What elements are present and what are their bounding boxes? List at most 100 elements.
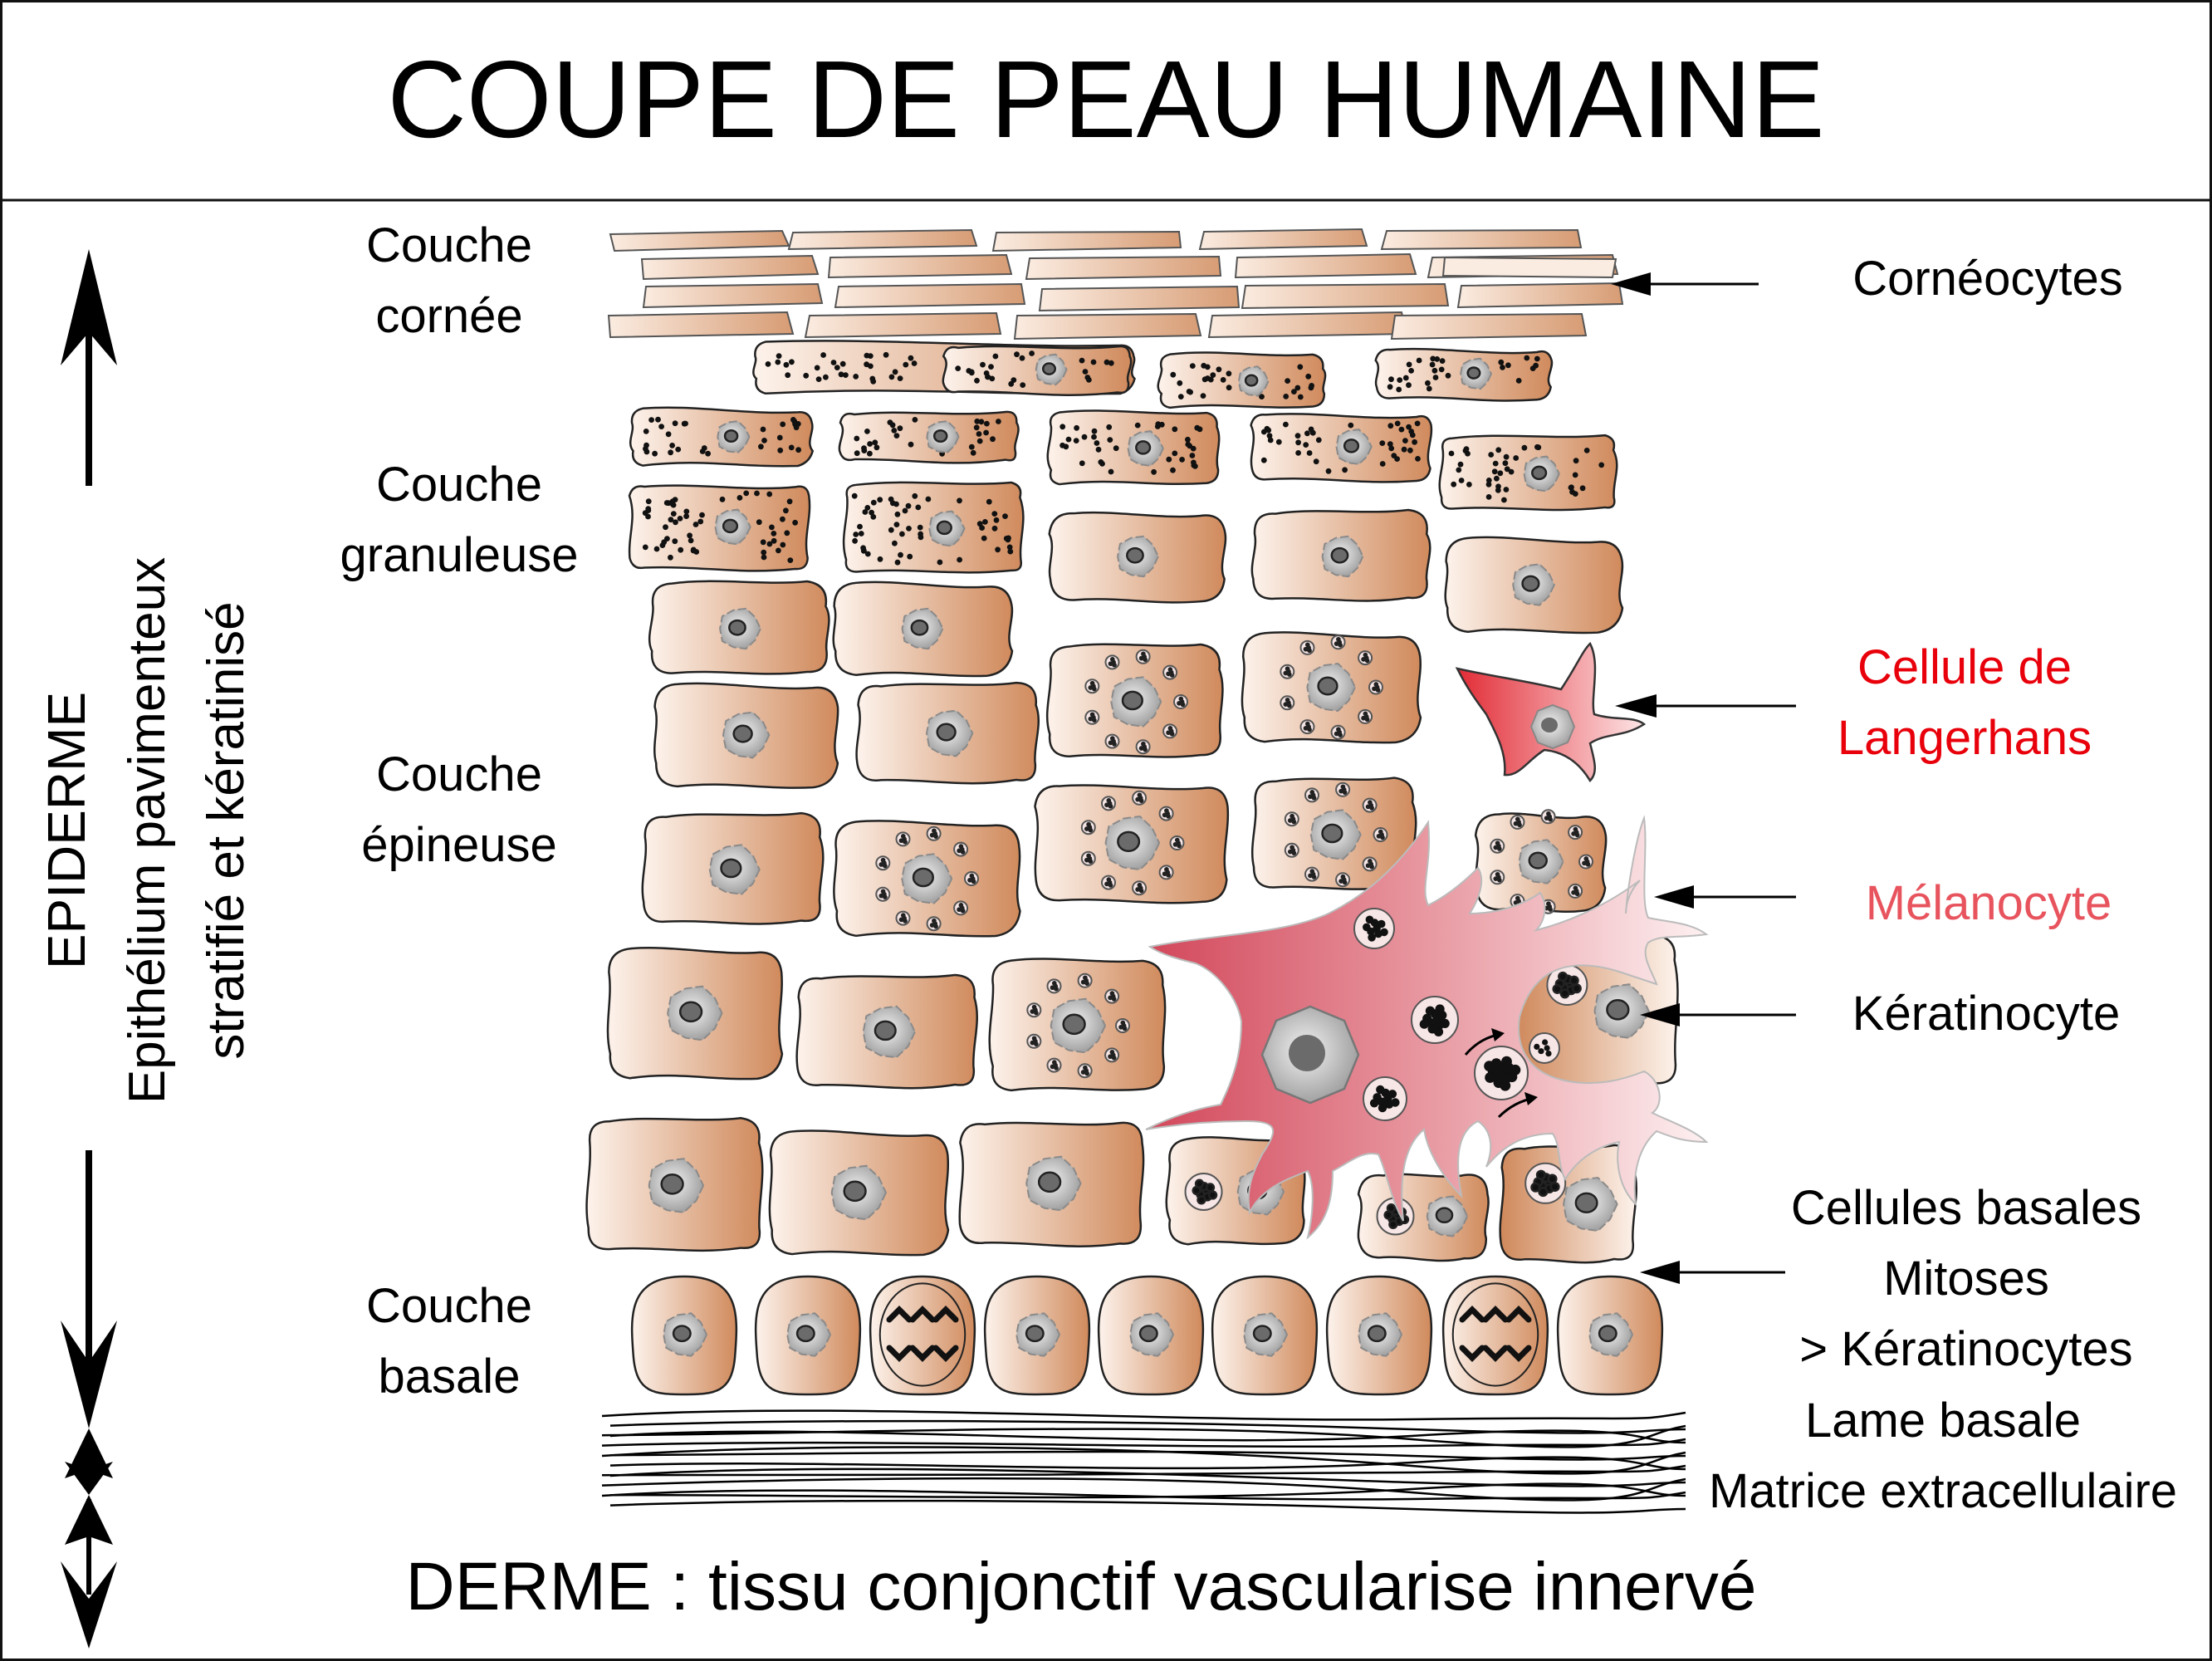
melanosome bbox=[1358, 708, 1373, 724]
melanosome bbox=[895, 831, 911, 847]
melanosome bbox=[1368, 679, 1383, 695]
keratinocyte bbox=[768, 1129, 950, 1257]
nucleus bbox=[1243, 1312, 1289, 1357]
label-langerhans-line1: Cellule de bbox=[1857, 640, 2072, 694]
pointer-arrows bbox=[1611, 272, 1796, 1284]
keratinocyte bbox=[1034, 784, 1230, 904]
melanosome bbox=[1335, 872, 1351, 888]
keratinocyte bbox=[833, 820, 1021, 938]
basal-cell bbox=[1556, 1275, 1664, 1396]
epiderme-label: EPIDERME bbox=[37, 692, 96, 969]
nucleus bbox=[1588, 1312, 1634, 1357]
melanosome bbox=[1115, 1018, 1130, 1033]
melanosome bbox=[1026, 1002, 1042, 1018]
keratinocyte bbox=[1499, 1144, 1637, 1264]
keratinocyte bbox=[653, 682, 839, 789]
melanosome bbox=[1373, 827, 1388, 842]
melanosome bbox=[1184, 1173, 1223, 1211]
keratinocyte bbox=[641, 811, 825, 925]
epithelium-label-line1: Epithélium pavimenteux bbox=[119, 557, 176, 1104]
melanosome bbox=[1173, 694, 1188, 709]
basal-cell bbox=[983, 1275, 1091, 1396]
nucleus bbox=[1104, 815, 1161, 871]
granular-cell bbox=[1250, 413, 1433, 483]
melanosome bbox=[1046, 1057, 1062, 1073]
melanosome bbox=[875, 886, 891, 902]
label-basal-cells-line3: > Kératinocytes bbox=[1799, 1322, 2132, 1376]
melanosome bbox=[926, 826, 942, 841]
melanosome bbox=[1304, 866, 1319, 882]
layer-granuleuse-line2: granuleuse bbox=[340, 528, 579, 582]
melanosome bbox=[1353, 908, 1395, 949]
melanosome bbox=[1358, 650, 1373, 666]
melanosome bbox=[1080, 820, 1096, 835]
granular-cell bbox=[1438, 434, 1618, 512]
melanosome bbox=[1104, 988, 1120, 1004]
stratum-granulosum bbox=[628, 340, 1618, 574]
melanosome bbox=[1101, 796, 1116, 811]
label-basal-cells-line2: Mitoses bbox=[1883, 1252, 2049, 1306]
basal-cell bbox=[1441, 1275, 1549, 1396]
melanosome bbox=[1363, 1076, 1407, 1121]
keratinocyte bbox=[1250, 508, 1431, 602]
label-matrice: Matrice extracellulaire bbox=[1709, 1464, 2177, 1518]
keratinocyte bbox=[855, 681, 1040, 785]
nucleus bbox=[1321, 535, 1364, 578]
label-lame-basale: Lame basale bbox=[1805, 1394, 2081, 1448]
melanosome bbox=[1411, 996, 1459, 1044]
layer-granuleuse-line1: Couche bbox=[376, 458, 542, 512]
nucleus bbox=[708, 844, 761, 895]
basal-cell bbox=[754, 1275, 862, 1396]
granular-cell bbox=[1157, 351, 1327, 409]
melanosome bbox=[1568, 825, 1583, 840]
keratinocyte bbox=[958, 1121, 1145, 1247]
label-langerhans-line2: Langerhans bbox=[1838, 711, 2092, 765]
epidermis-extent-arrow bbox=[61, 249, 117, 1649]
melanosome bbox=[1568, 883, 1583, 899]
epithelium-label-line2: stratifié et kératinisé bbox=[198, 601, 255, 1059]
melanosome bbox=[1280, 695, 1295, 711]
melanosome bbox=[1284, 842, 1299, 858]
melanosome bbox=[1330, 724, 1346, 740]
melanosome bbox=[1284, 811, 1299, 827]
melanosome bbox=[875, 855, 891, 871]
nucleus bbox=[1237, 365, 1270, 397]
melanosome bbox=[1529, 1032, 1560, 1064]
nucleus bbox=[722, 711, 771, 759]
nucleus bbox=[901, 607, 944, 650]
melanosome bbox=[926, 916, 942, 932]
keratinocyte bbox=[1474, 809, 1608, 914]
melanosome bbox=[1169, 835, 1185, 850]
basal-cell bbox=[1211, 1275, 1319, 1396]
melanosome bbox=[1084, 709, 1100, 725]
granular-cell bbox=[629, 406, 815, 468]
melanosome bbox=[1299, 719, 1315, 735]
nucleus bbox=[1117, 535, 1160, 578]
nucleus bbox=[786, 1312, 832, 1357]
melanosome bbox=[1362, 797, 1378, 813]
keratinocyte bbox=[1250, 777, 1417, 890]
melanosome bbox=[1280, 664, 1295, 679]
melanosome bbox=[1077, 973, 1093, 988]
melanosome bbox=[1132, 880, 1148, 896]
layer-basale-line2: basale bbox=[379, 1350, 521, 1404]
melanosome bbox=[1330, 635, 1346, 650]
melanosome bbox=[1490, 838, 1505, 854]
stratum-corneum bbox=[607, 228, 1624, 341]
melanosome bbox=[964, 871, 979, 886]
nucleus bbox=[663, 1312, 708, 1357]
melanosome bbox=[1162, 664, 1178, 680]
nucleus bbox=[1563, 1176, 1618, 1232]
layer-epineuse-line2: épineuse bbox=[361, 818, 556, 872]
nucleus bbox=[1110, 676, 1162, 728]
granular-cell bbox=[1374, 347, 1554, 402]
page-title: COUPE DE PEAU HUMAINE bbox=[388, 38, 1825, 160]
melanosome bbox=[1104, 654, 1120, 670]
keratinocyte bbox=[1048, 511, 1227, 604]
melanosome bbox=[1046, 978, 1062, 994]
melanosome bbox=[1158, 806, 1174, 821]
mitosis-chromosomes bbox=[886, 1306, 959, 1362]
melanosome bbox=[1524, 1162, 1567, 1204]
